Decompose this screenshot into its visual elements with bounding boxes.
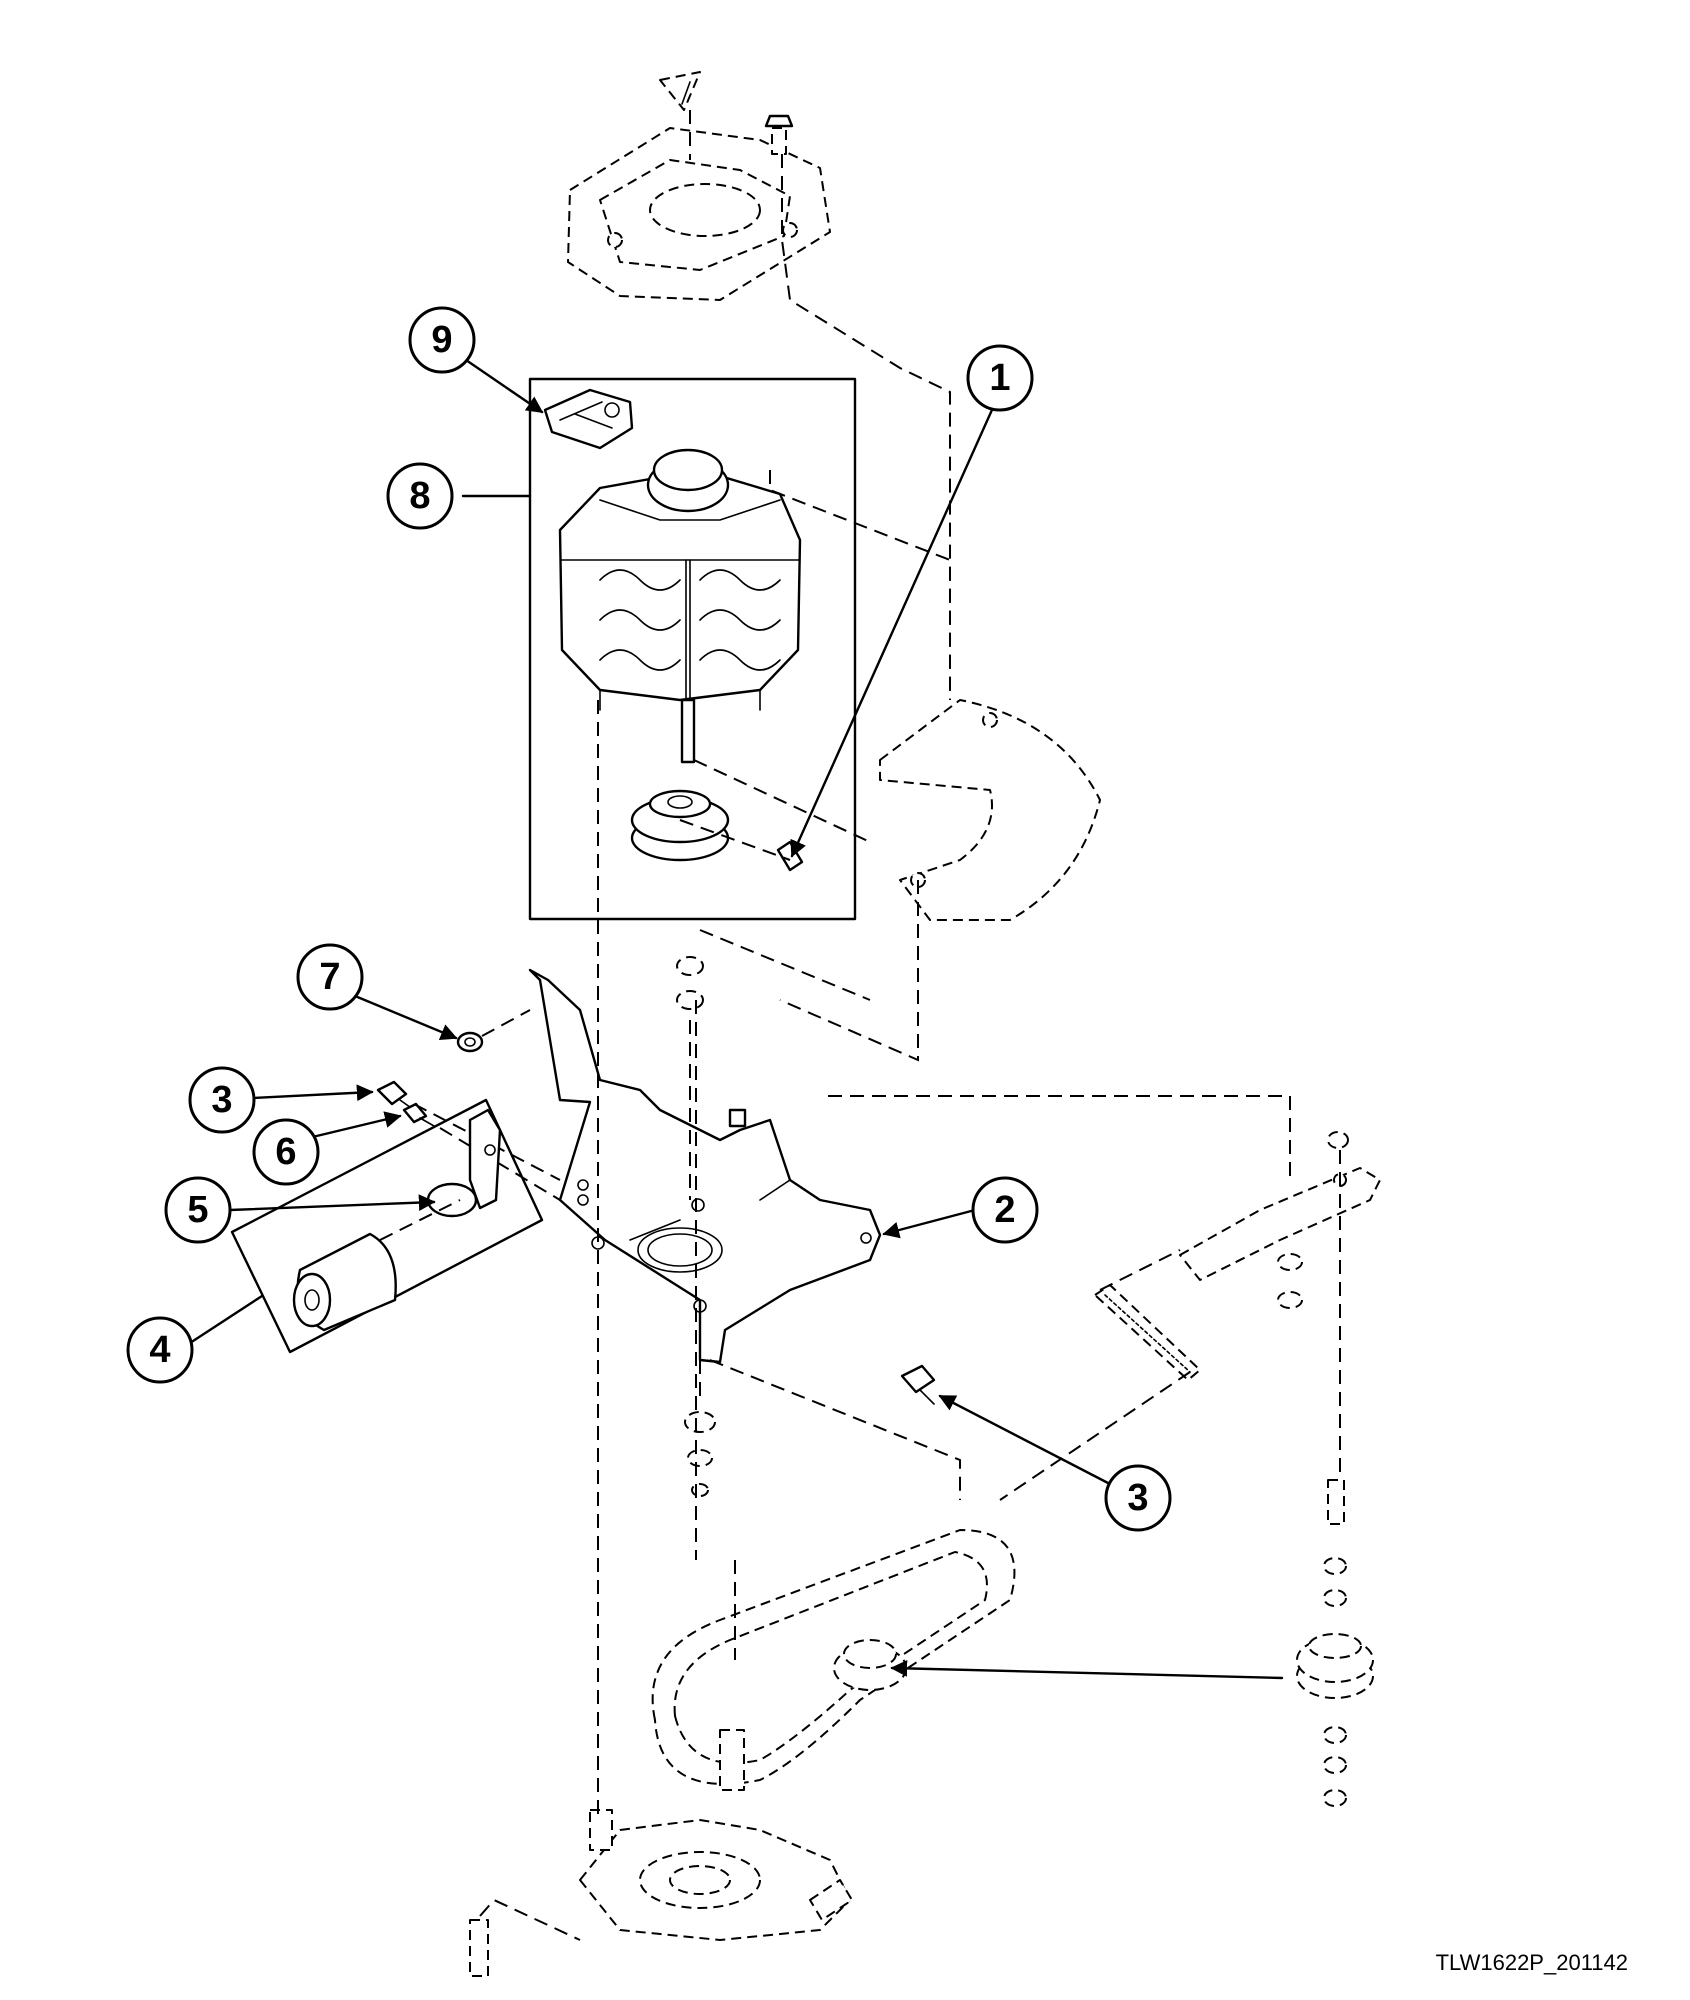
motor-pulley	[630, 789, 730, 862]
motor-assembly-box	[528, 377, 857, 921]
callout-4-label: 4	[149, 1329, 170, 1371]
callout-4: 4	[126, 1316, 194, 1384]
callout-9-label: 9	[431, 319, 452, 361]
leader-lines	[188, 358, 1284, 1680]
phantom-motor-shield	[769, 470, 1101, 1062]
callout-8-label: 8	[409, 475, 430, 517]
callout-3b-label: 3	[1127, 1477, 1148, 1519]
callout-6-label: 6	[275, 1131, 296, 1173]
phantom-screw-top	[764, 114, 951, 700]
pulley-key	[776, 840, 804, 872]
callout-3a: 3	[188, 1066, 256, 1134]
callout-7-label: 7	[319, 956, 340, 998]
motor-mount-bracket	[528, 968, 882, 1364]
callout-8: 8	[386, 462, 454, 530]
callout-2: 2	[971, 1176, 1039, 1244]
phantom-pump	[469, 1729, 853, 1977]
callout-9: 9	[408, 306, 476, 374]
capacitor-strap	[426, 1108, 502, 1218]
phantom-belt	[651, 1529, 1016, 1785]
phantom-idler-pulley	[1296, 1479, 1374, 1807]
callout-5-label: 5	[187, 1189, 208, 1231]
phantom-idler-arm	[828, 1095, 1381, 1501]
callout-1-label: 1	[989, 357, 1010, 399]
screw-left	[402, 1102, 435, 1127]
figure-reference-code: TLW1622P_201142	[1435, 1950, 1628, 1975]
motor-protector	[543, 388, 634, 450]
capacitor	[292, 1232, 397, 1332]
callout-6: 6	[252, 1118, 320, 1186]
callout-5: 5	[164, 1176, 232, 1244]
phantom-guide-lines	[479, 700, 736, 1941]
mount-hardware-lower	[684, 1359, 961, 1500]
mount-hardware-upper	[676, 929, 871, 1200]
phantom-cover-assembly	[567, 71, 831, 301]
callout-3b: 3	[1104, 1464, 1172, 1532]
motor	[558, 448, 802, 764]
washer-left	[456, 1031, 484, 1053]
bolt-left	[376, 1080, 415, 1111]
capacitor-box	[230, 1098, 544, 1354]
callout-7: 7	[296, 943, 364, 1011]
callout-1: 1	[966, 344, 1034, 412]
callout-3a-label: 3	[211, 1079, 232, 1121]
callout-2-label: 2	[994, 1189, 1015, 1231]
bolt-right	[900, 1364, 936, 1405]
